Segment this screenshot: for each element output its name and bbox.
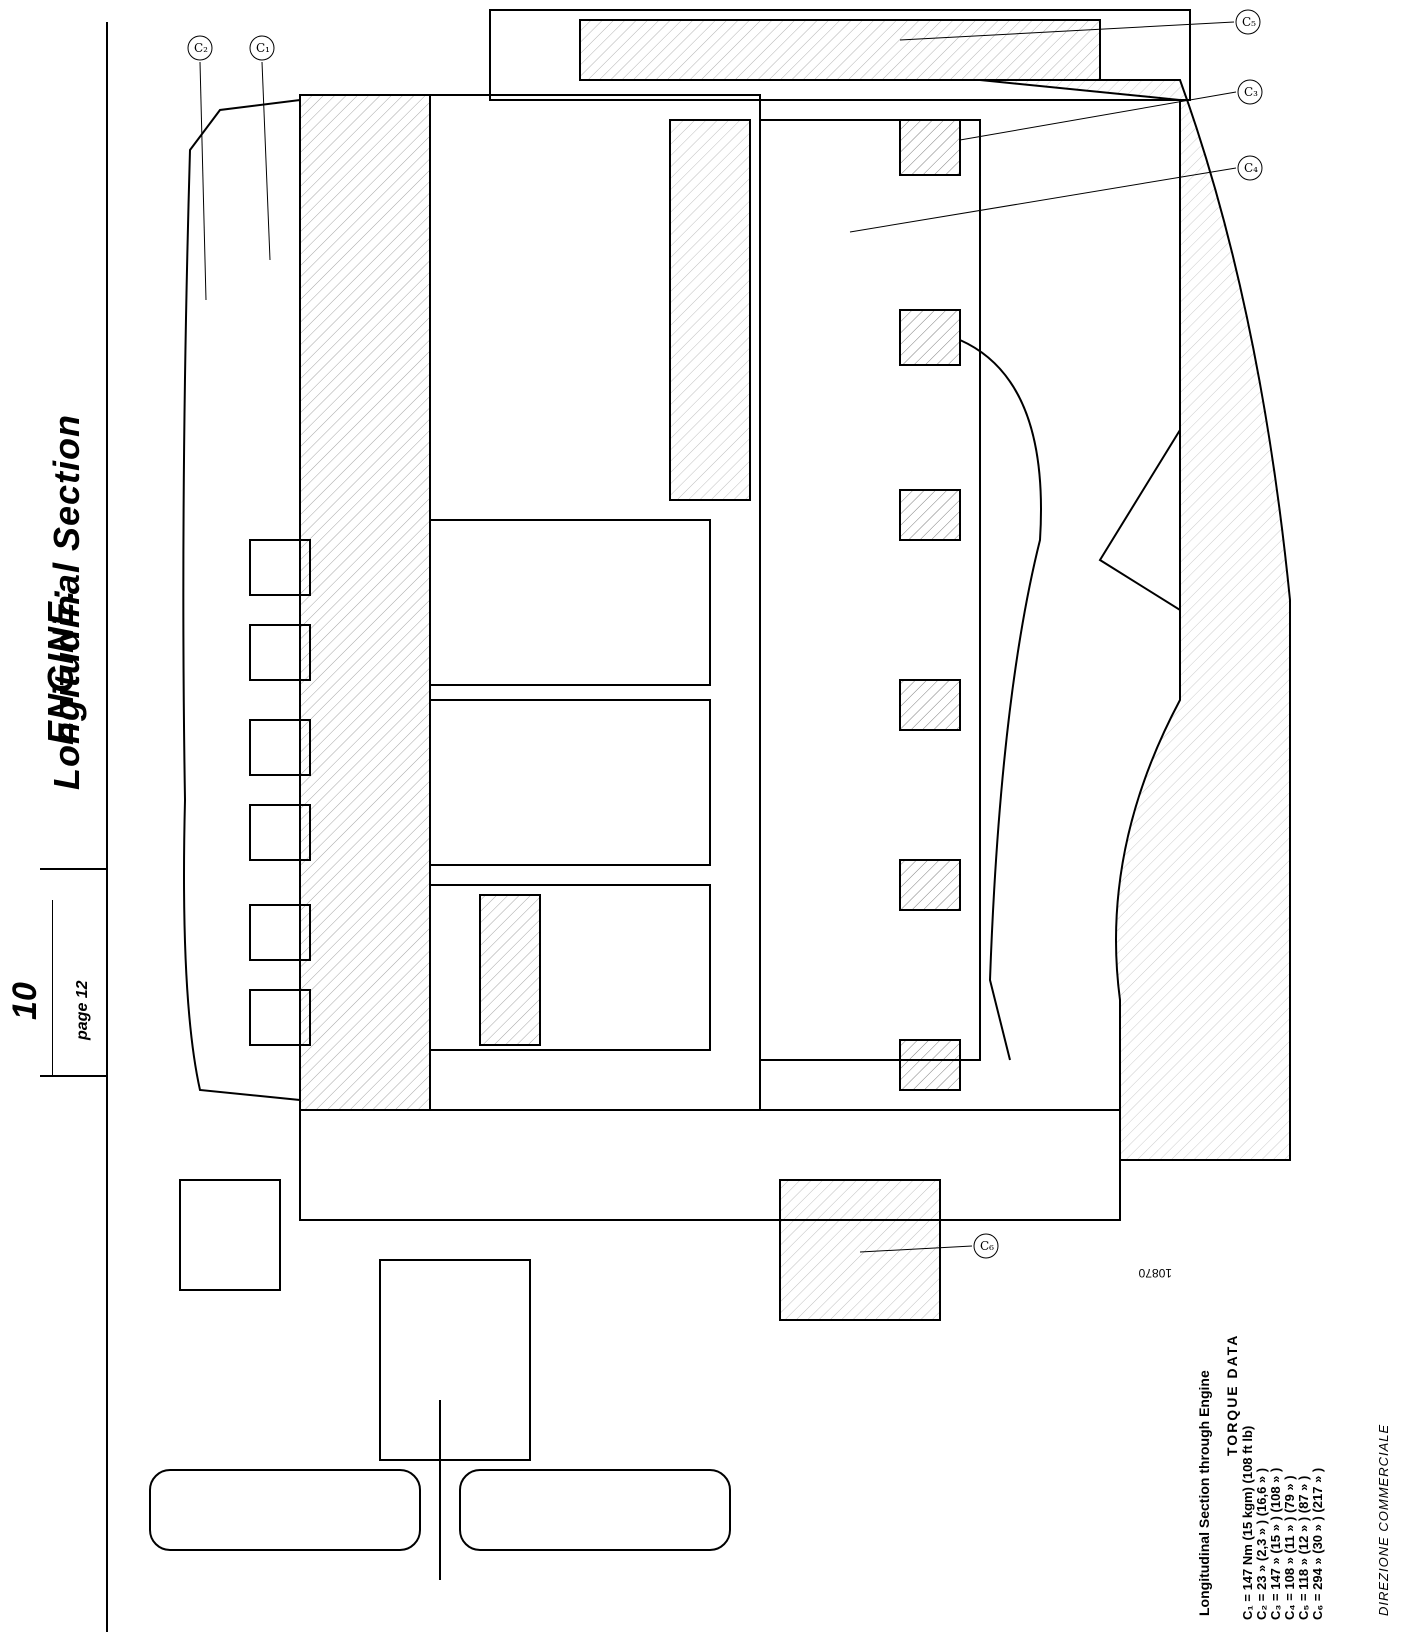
crank-pulley	[779, 1179, 941, 1321]
header-rule-top	[106, 22, 108, 1632]
callout-c6	[973, 1233, 999, 1259]
torque-row-c4: C₄ = 108 » (11 » ) (79 » )	[1282, 1475, 1297, 1620]
cylinder-3	[429, 884, 711, 1051]
torque-row-c5: C₅ = 118 » (12 » ) (87 » )	[1296, 1475, 1311, 1620]
main-bearings	[899, 119, 961, 1091]
flywheel-housing	[489, 9, 1191, 101]
callout-label-c2: C₂	[194, 41, 208, 55]
torque-row-c2: C₂ = 23 » (2,3 » ) (16,6 » )	[1254, 1467, 1269, 1620]
cylinder-head	[299, 94, 431, 1111]
callout-c5	[1235, 9, 1261, 35]
rocker-cover	[182, 98, 301, 1102]
cylinder-2	[429, 699, 711, 866]
drawing-number: 10870	[1138, 1266, 1172, 1280]
camshaft	[669, 119, 751, 501]
header-rule-short	[40, 868, 108, 870]
callout-label-c3: C₃	[1244, 85, 1258, 99]
torque-row-c3: C₃ = 147 » (15 » ) (108 » )	[1268, 1467, 1283, 1620]
torque-row-c1: C₁ = 147 Nm (15 kgm) (108 ft lb)	[1240, 1425, 1255, 1620]
header-rule-vert	[52, 900, 53, 1075]
torque-row-c6: C₆ = 294 » (30 » ) (217 » )	[1310, 1467, 1325, 1620]
oil-pan	[979, 79, 1291, 1161]
thermostat-housing	[179, 1179, 281, 1291]
callout-label-c6: C₆	[980, 1239, 994, 1253]
fan-blades	[149, 1400, 731, 1580]
callout-labels: C₂ C₁ C₅ C₃ C₄ C₆	[194, 15, 1258, 1253]
oil-strainer	[1098, 426, 1181, 612]
callout-c4	[1237, 155, 1263, 181]
figure-caption: Longitudinal Section through Engine	[1196, 1370, 1212, 1616]
callout-c2	[187, 35, 213, 61]
crankshaft	[759, 119, 981, 1061]
valve-springs	[249, 539, 311, 1046]
callout-label-c4: C₄	[1244, 161, 1258, 175]
callout-label-c5: C₅	[1242, 15, 1256, 29]
callout-label-c1: C₁	[256, 41, 270, 55]
fan-pulley	[379, 1259, 531, 1461]
callouts	[187, 9, 1263, 1259]
cylinder-1	[429, 519, 711, 686]
callout-c3	[1237, 79, 1263, 105]
piston-3	[479, 894, 541, 1046]
oil-pickup-pipe	[959, 339, 1042, 1061]
torque-data-title: TORQUE DATA	[1224, 1333, 1240, 1456]
callout-c1	[249, 35, 275, 61]
timing-cover	[299, 1109, 1121, 1221]
footer-department: DIREZIONE COMMERCIALE	[1376, 1423, 1391, 1616]
header-rule-bottom	[40, 1075, 108, 1077]
